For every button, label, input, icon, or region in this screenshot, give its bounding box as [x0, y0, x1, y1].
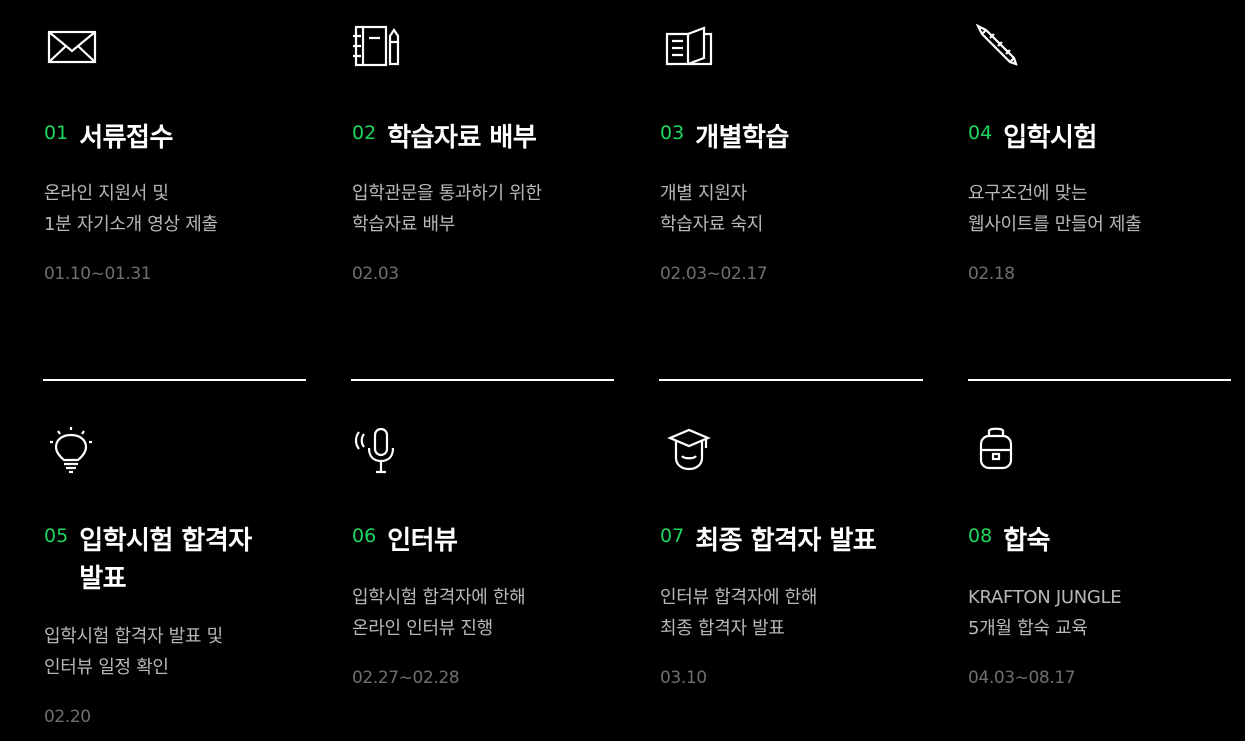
divider [968, 379, 1231, 381]
lightbulb-icon [44, 426, 100, 474]
step-title: 입학시험 [1003, 123, 1097, 153]
step-number: 04 [968, 122, 993, 144]
step-date: 02.18 [968, 264, 1015, 284]
divider [43, 379, 306, 381]
step-description: 입학시험 합격자 발표 및 인터뷰 일정 확인 [44, 621, 223, 683]
step-number: 07 [660, 525, 685, 547]
step-description-line: 최종 합격자 발표 [660, 618, 785, 639]
step-description-line: 학습자료 배부 [352, 214, 455, 235]
step-description: 요구조건에 맞는 웹사이트를 만들어 제출 [968, 178, 1142, 240]
backpack-icon [968, 426, 1024, 474]
step-date: 02.20 [44, 707, 91, 727]
step-title: 개별학습 [695, 123, 789, 153]
step-header: 05 입학시험 합격자 발표 [44, 522, 252, 598]
step-description-line: 온라인 지원서 및 [44, 183, 169, 204]
step-description: 인터뷰 합격자에 한해 최종 합격자 발표 [660, 582, 817, 644]
envelope-icon [44, 24, 100, 72]
step-date: 02.03 [352, 264, 399, 284]
step-title: 서류접수 [79, 123, 173, 153]
step-date: 04.03~08.17 [968, 668, 1076, 688]
step-number: 05 [44, 525, 69, 547]
step-description-line: 개별 지원자 [660, 183, 747, 204]
step-title: 최종 합격자 발표 [695, 526, 877, 556]
step-description-line: 인터뷰 일정 확인 [44, 657, 169, 678]
step-number: 03 [660, 122, 685, 144]
open-book-icon [660, 24, 716, 72]
step-description: 온라인 지원서 및 1분 자기소개 영상 제출 [44, 178, 218, 240]
step-title-line: 입학시험 합격자 [79, 526, 252, 556]
step-description-line: 학습자료 숙지 [660, 214, 763, 235]
step-description-line: 인터뷰 합격자에 한해 [660, 587, 818, 608]
step-date: 02.27~02.28 [352, 668, 460, 688]
divider [659, 379, 923, 381]
step-date: 03.10 [660, 668, 707, 688]
step-description-line: KRAFTON JUNGLE [968, 587, 1122, 608]
divider [351, 379, 614, 381]
step-header: 01 서류접수 [44, 119, 173, 157]
step-header: 08 합숙 [968, 522, 1051, 560]
step-description: KRAFTON JUNGLE 5개월 합숙 교육 [968, 582, 1122, 644]
step-number: 01 [44, 122, 69, 144]
step-description-line: 1분 자기소개 영상 제출 [44, 214, 218, 235]
step-title: 인터뷰 [387, 526, 458, 556]
step-header: 02 학습자료 배부 [352, 119, 537, 157]
step-number: 08 [968, 525, 993, 547]
microphone-icon [352, 426, 408, 474]
step-title: 입학시험 합격자 발표 [79, 522, 252, 598]
step-header: 07 최종 합격자 발표 [660, 522, 877, 560]
step-header: 03 개별학습 [660, 119, 789, 157]
step-header: 06 인터뷰 [352, 522, 458, 560]
step-description: 입학관문을 통과하기 위한 학습자료 배부 [352, 178, 542, 240]
step-description-line: 5개월 합숙 교육 [968, 618, 1088, 639]
step-date: 01.10~01.31 [44, 264, 152, 284]
step-description: 개별 지원자 학습자료 숙지 [660, 178, 763, 240]
step-description: 입학시험 합격자에 한해 온라인 인터뷰 진행 [352, 582, 526, 644]
step-description-line: 입학관문을 통과하기 위한 [352, 183, 542, 204]
step-description-line: 웹사이트를 만들어 제출 [968, 214, 1142, 235]
step-title-line: 발표 [79, 564, 127, 594]
pencil-icon [968, 24, 1024, 72]
step-title: 학습자료 배부 [387, 123, 537, 153]
step-number: 02 [352, 122, 377, 144]
step-title: 합숙 [1003, 526, 1051, 556]
step-date: 02.03~02.17 [660, 264, 768, 284]
step-number: 06 [352, 525, 377, 547]
step-description-line: 온라인 인터뷰 진행 [352, 618, 493, 639]
step-description-line: 입학시험 합격자 발표 및 [44, 626, 223, 647]
graduation-cap-icon [660, 426, 716, 474]
step-header: 04 입학시험 [968, 119, 1097, 157]
notebook-pencil-icon [352, 24, 408, 72]
step-description-line: 요구조건에 맞는 [968, 183, 1088, 204]
step-description-line: 입학시험 합격자에 한해 [352, 587, 526, 608]
